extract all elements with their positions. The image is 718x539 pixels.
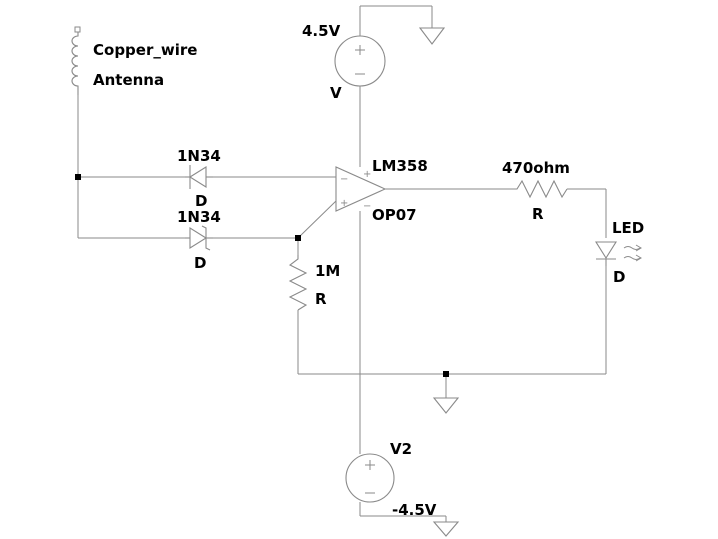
antenna-name-label: Antenna — [93, 71, 164, 89]
antenna-value-label: Copper_wire — [93, 41, 197, 59]
resistor-bias-symbol[interactable] — [288, 255, 308, 311]
ground-icon-top — [418, 27, 446, 45]
resistor-led-type-label: R — [532, 205, 544, 223]
diode1-model-label: 1N34 — [177, 147, 221, 165]
wires — [77, 5, 607, 522]
source-pos-name-label: V — [330, 84, 342, 102]
junction-ground — [443, 371, 449, 377]
resistor-led-symbol[interactable] — [512, 179, 568, 199]
source-pos-value-label: 4.5V — [302, 22, 341, 40]
light-emission-icon — [623, 244, 642, 262]
ground-icon-middle — [432, 397, 460, 414]
diode2-type-label: D — [194, 254, 206, 272]
antenna-coil[interactable] — [71, 26, 81, 95]
opamp-name-label: OP07 — [372, 206, 417, 224]
led-type-label: D — [613, 268, 625, 286]
resistor-led-value-label: 470ohm — [502, 159, 570, 177]
diode1-symbol[interactable] — [185, 165, 213, 189]
wire-noninv-input — [297, 200, 337, 239]
junction-antenna — [75, 174, 81, 180]
source-neg-value-label: -4.5V — [392, 501, 437, 519]
source-neg-name-label: V2 — [390, 440, 412, 458]
diode2-symbol[interactable] — [185, 225, 213, 251]
junction-resistor — [295, 235, 301, 241]
voltage-source-positive[interactable] — [334, 35, 386, 87]
opamp-symbol[interactable]: − + + − — [335, 166, 387, 212]
resistor-bias-value-label: 1M — [315, 262, 340, 280]
diode2-model-label: 1N34 — [177, 208, 221, 226]
opamp-noninv-pin: + — [340, 198, 348, 209]
opamp-inv-pin: − — [340, 174, 348, 185]
led-symbol[interactable] — [595, 241, 642, 266]
voltage-source-negative[interactable] — [345, 453, 395, 503]
opamp-vneg-pin: − — [363, 201, 371, 212]
opamp-vpos-pin: + — [363, 169, 371, 180]
ground-icon-bottom — [432, 521, 460, 537]
opamp-model-label: LM358 — [372, 157, 428, 175]
resistor-bias-type-label: R — [315, 290, 327, 308]
diode1-type-label: D — [195, 192, 207, 210]
led-name-label: LED — [612, 219, 644, 237]
